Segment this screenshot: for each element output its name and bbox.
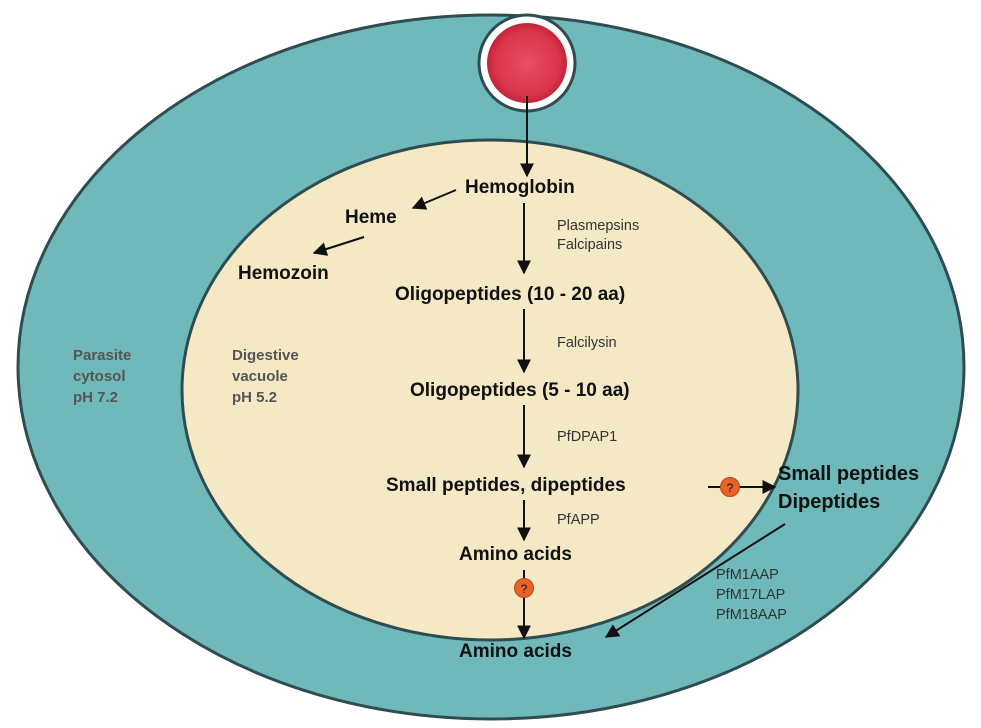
enzyme-pfm17lap: PfM17LAP [716,585,787,605]
vacuole-label-line1: Digestive [232,345,299,366]
node-heme: Heme [345,207,397,229]
enzyme-step1: Plasmepsins Falcipains [557,217,639,255]
enzyme-falcipains: Falcipains [557,236,639,255]
node-hemoglobin: Hemoglobin [465,177,575,199]
node-amino-acids-vacuole: Amino acids [459,544,572,566]
node-oligopeptides-5-10: Oligopeptides (5 - 10 aa) [410,380,630,402]
node-small-peptides-cytosol: Small peptides [778,463,919,486]
cytosol-label-line3: pH 7.2 [73,387,131,408]
cytosol-label-line2: cytosol [73,366,131,387]
enzyme-plasmepsins: Plasmepsins [557,217,639,236]
enzyme-falcilysin: Falcilysin [557,334,617,353]
vacuole-label-line3: pH 5.2 [232,387,299,408]
node-oligopeptides-10-20: Oligopeptides (10 - 20 aa) [395,284,625,306]
enzyme-pfdpap1: PfDPAP1 [557,428,617,447]
enzyme-pfm1aap: PfM1AAP [716,565,787,585]
cytosol-label: Parasite cytosol pH 7.2 [73,345,131,408]
vacuole-label-line2: vacuole [232,366,299,387]
enzyme-cytosol-aminopeptidases: PfM1AAP PfM17LAP PfM18AAP [716,565,787,625]
amino-acid-transporter-marker: ? [514,578,534,598]
enzyme-pfm18aap: PfM18AAP [716,605,787,625]
node-hemozoin: Hemozoin [238,263,329,285]
node-dipeptides-cytosol: Dipeptides [778,491,880,514]
cytosol-label-line1: Parasite [73,345,131,366]
node-amino-acids-cytosol: Amino acids [459,641,572,663]
red-blood-cell [487,23,567,103]
node-small-peptides-dipeptides: Small peptides, dipeptides [386,475,626,497]
vacuole-label: Digestive vacuole pH 5.2 [232,345,299,408]
peptide-transporter-marker: ? [720,477,740,497]
enzyme-pfapp: PfAPP [557,511,600,530]
